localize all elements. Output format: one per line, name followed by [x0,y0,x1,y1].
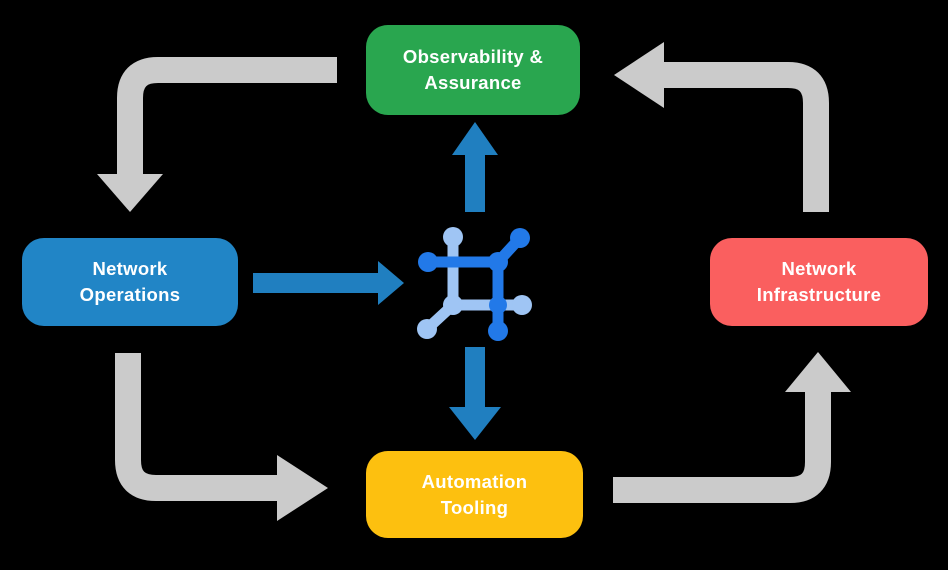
network-platform-icon [417,227,532,341]
arrow-automation-to-infrastructure [613,352,851,503]
arrow-platform-to-automation [449,347,501,440]
arrow-operations-to-platform [253,261,404,305]
node-network-operations: Network Operations [22,238,238,326]
node-observability-assurance: Observability & Assurance [366,25,580,115]
node-infrastructure-label: Network Infrastructure [756,258,882,305]
arrow-platform-to-observability [452,122,498,212]
node-operations-label: Network Operations [79,258,181,305]
node-automation-tooling: Automation Tooling [366,451,583,538]
arrow-operations-to-automation [115,353,328,521]
arrow-infrastructure-to-observability [614,42,829,212]
node-network-infrastructure: Network Infrastructure [710,238,928,326]
arrow-observability-to-operations [97,57,337,212]
node-observability-label: Observability & Assurance [402,46,544,93]
node-automation-label: Automation Tooling [421,470,528,518]
